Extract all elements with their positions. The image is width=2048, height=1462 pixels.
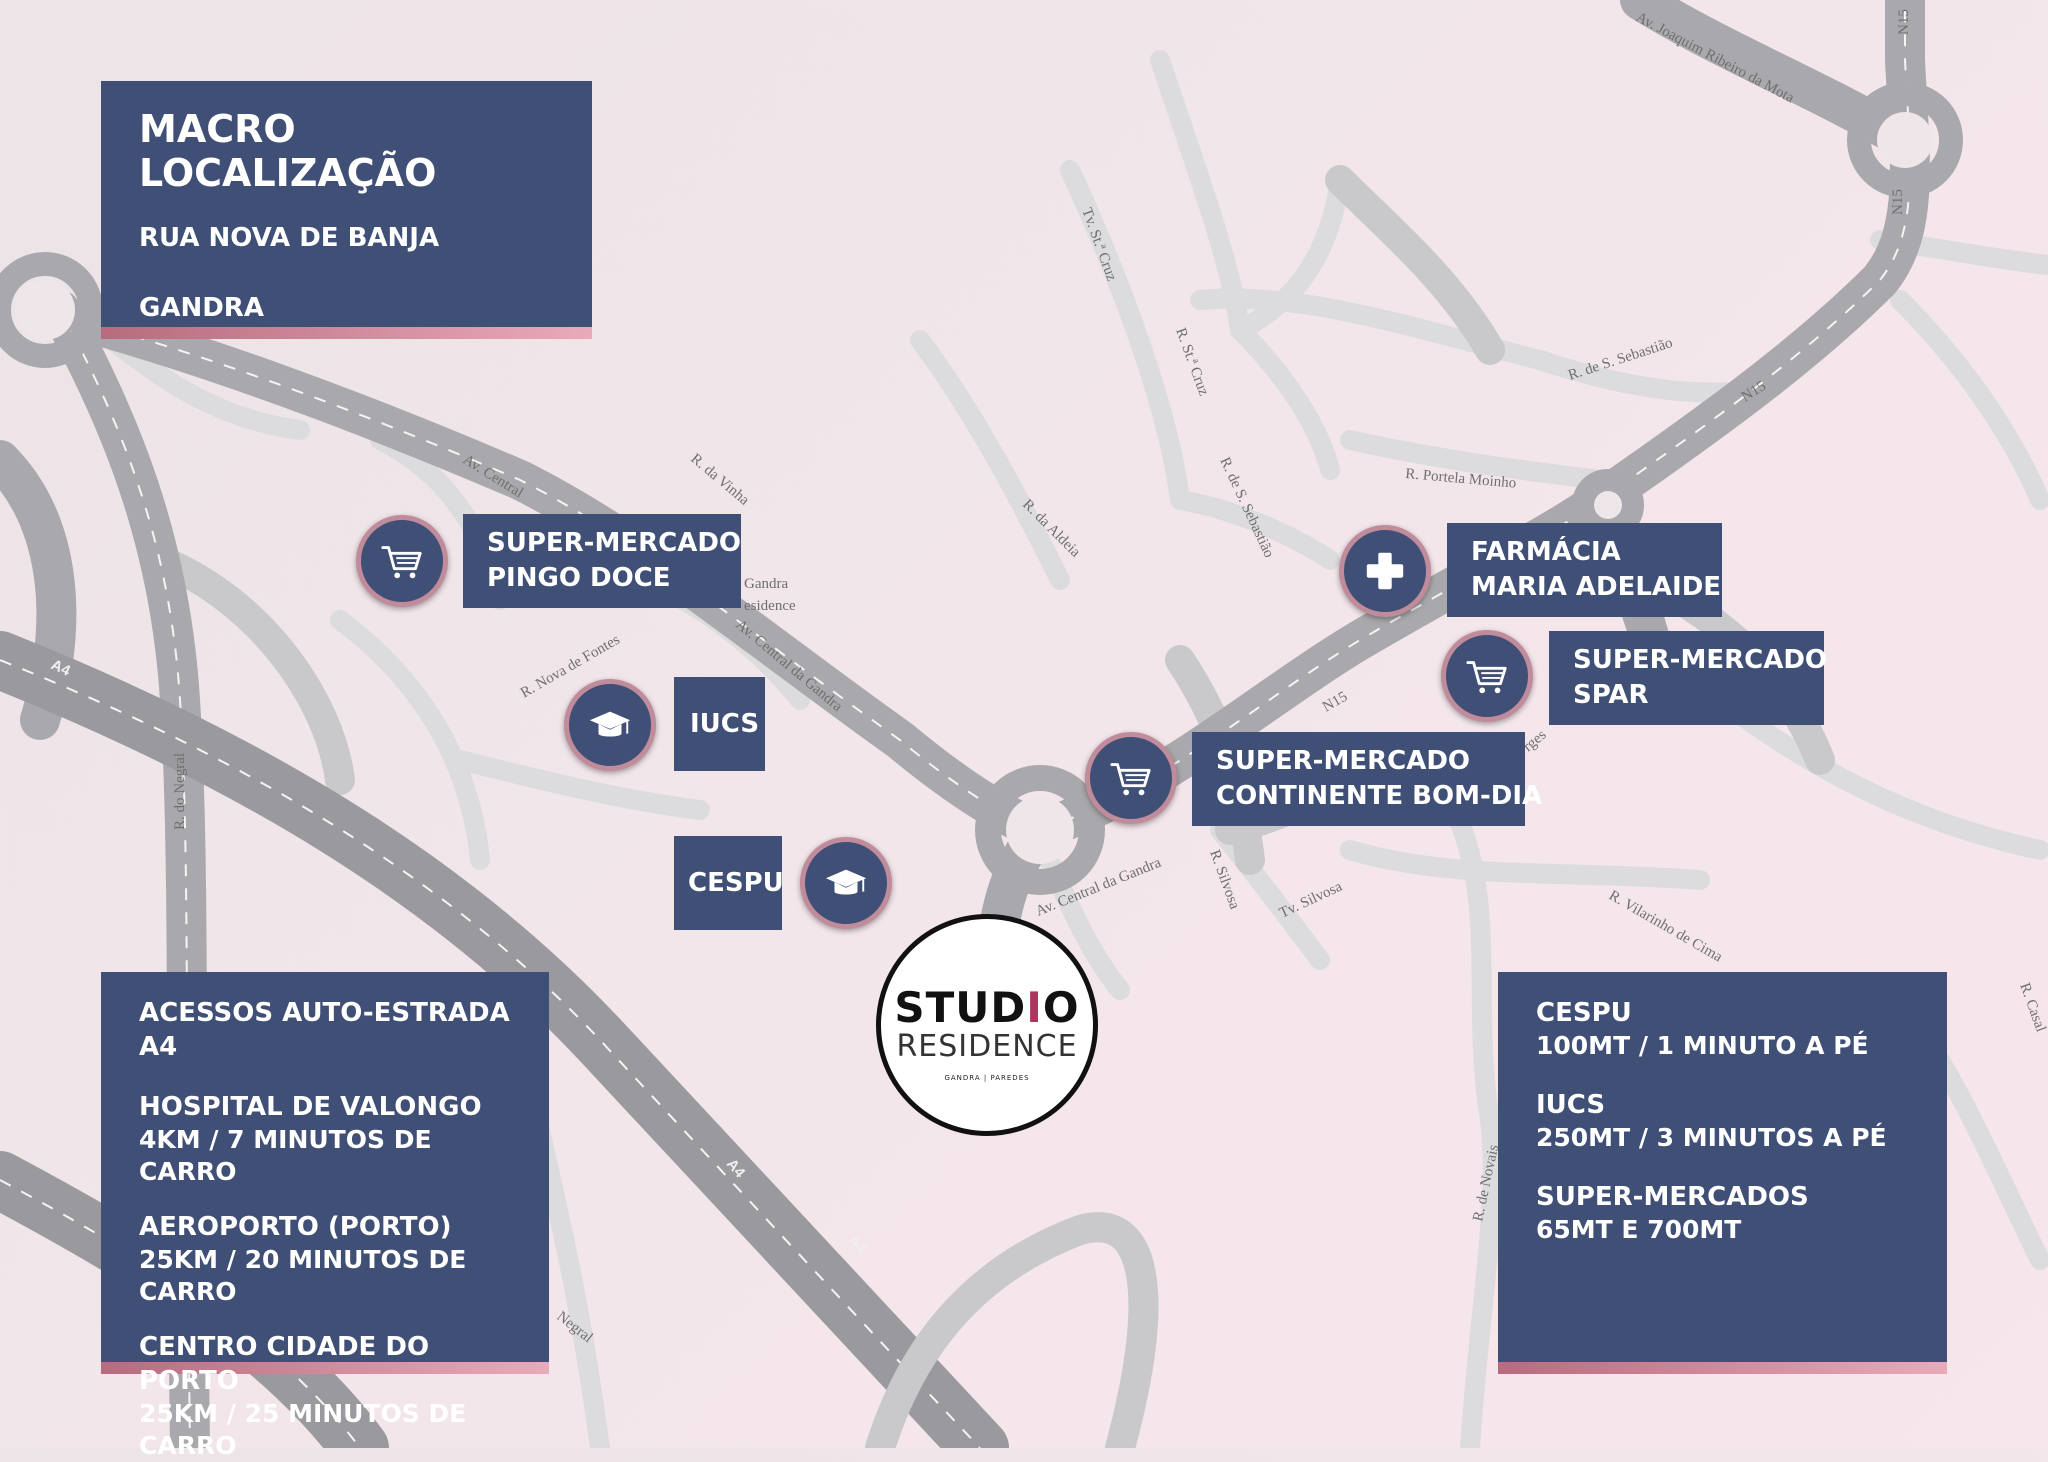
town-name: GANDRA: [139, 293, 264, 323]
street-label: N15: [1320, 689, 1350, 716]
panel-title: MACRO LOCALIZAÇÃO: [139, 107, 437, 195]
nearby-distances-panel: CESPU 100MT / 1 MINUTO A PÉ IUCS 250MT /…: [1498, 972, 1947, 1374]
poi-pingo-doce-label[interactable]: SUPER-MERCADO PINGO DOCE: [463, 514, 741, 608]
street-label: R. Casal: [2016, 981, 2048, 1034]
distance-item: IUCS 250MT / 3 MINUTOS A PÉ: [1536, 1088, 1909, 1154]
poi-name: SPAR: [1573, 680, 1649, 710]
street-label: R. Vilarinho de Cima: [1606, 888, 1725, 966]
logo-word-studio: STUDIO: [894, 983, 1080, 1032]
place-distance: 65MT E 700MT: [1536, 1215, 1742, 1244]
medical-cross-icon: [1366, 552, 1404, 590]
place-name: SUPER-MERCADOS: [1536, 1182, 1809, 1212]
access-item: HOSPITAL DE VALONGO 4KM / 7 MINUTOS DE C…: [139, 1090, 511, 1188]
destination-name: AEROPORTO (PORTO): [139, 1212, 452, 1242]
logo-word-residence: RESIDENCE: [896, 1029, 1078, 1064]
access-item: CENTRO CIDADE DO PORTO 25KM / 25 MINUTOS…: [139, 1330, 511, 1462]
distance-item: SUPER-MERCADOS 65MT E 700MT: [1536, 1180, 1909, 1246]
shopping-cart-icon: [381, 546, 422, 579]
street-label: R. da Vinha: [687, 451, 752, 509]
poi-category: FARMÁCIA: [1471, 537, 1621, 567]
highway-access-panel: ACESSOS AUTO-ESTRADA A4 HOSPITAL DE VALO…: [101, 972, 549, 1460]
poi-name: PINGO DOCE: [487, 563, 671, 593]
street-label: esidence: [744, 598, 796, 614]
street-label: R. do Negral: [172, 753, 188, 830]
street-label: Gandra: [744, 576, 788, 592]
poi-spar-marker[interactable]: [1441, 630, 1533, 722]
poi-category: SUPER-MERCADO: [1216, 746, 1471, 776]
place-name: IUCS: [1536, 1090, 1606, 1120]
poi-category: SUPER-MERCADO: [487, 528, 742, 558]
place-name: CESPU: [1536, 998, 1632, 1028]
poi-pingo-doce-marker[interactable]: [356, 515, 448, 607]
street-label: N15: [1896, 9, 1912, 35]
destination-distance: 25KM / 20 MINUTOS DE CARRO: [139, 1245, 467, 1306]
poi-cespu-label[interactable]: CESPU: [674, 836, 784, 930]
street-label: N15: [1890, 189, 1906, 215]
place-distance: 100MT / 1 MINUTO A PÉ: [1536, 1031, 1869, 1060]
poi-name: MARIA ADELAIDE: [1471, 572, 1722, 602]
graduation-cap-icon: [589, 711, 631, 737]
logo-tagline: GANDRA | PAREDES: [944, 1074, 1030, 1082]
poi-name: CESPU: [688, 867, 784, 898]
street-label: A4: [48, 656, 73, 680]
studio-residence-logo: STUDIO RESIDENCE GANDRA | PAREDES: [876, 914, 1098, 1136]
poi-farmacia-label[interactable]: FARMÁCIA MARIA ADELAIDE: [1447, 523, 1722, 617]
poi-continente-label[interactable]: SUPER-MERCADO CONTINENTE BOM-DIA: [1192, 732, 1543, 826]
poi-iucs-label[interactable]: IUCS: [674, 677, 765, 771]
roundabouts: [0, 82, 1963, 895]
poi-spar-label[interactable]: SUPER-MERCADO SPAR: [1549, 631, 1828, 725]
street-label: R. St.ª Cruz: [1172, 326, 1211, 398]
poi-name: CONTINENTE BOM-DIA: [1216, 781, 1543, 811]
destination-name: HOSPITAL DE VALONGO: [139, 1092, 482, 1122]
poi-farmacia-marker[interactable]: [1339, 525, 1431, 617]
shopping-cart-icon: [1466, 661, 1507, 694]
street-label: A4: [845, 1232, 871, 1258]
macro-location-panel: MACRO LOCALIZAÇÃO RUA NOVA DE BANJA GAND…: [101, 81, 592, 339]
poi-continente-marker[interactable]: [1085, 732, 1177, 824]
panel-title: ACESSOS AUTO-ESTRADA A4: [139, 998, 510, 1062]
poi-cespu-marker[interactable]: [800, 837, 892, 929]
destination-distance: 4KM / 7 MINUTOS DE CARRO: [139, 1125, 432, 1186]
graduation-cap-icon: [825, 869, 867, 895]
shopping-cart-icon: [1110, 763, 1151, 796]
poi-iucs-marker[interactable]: [564, 679, 656, 771]
access-item: AEROPORTO (PORTO) 25KM / 20 MINUTOS DE C…: [139, 1210, 511, 1308]
destination-name: CENTRO CIDADE DO PORTO: [139, 1332, 430, 1396]
distance-item: CESPU 100MT / 1 MINUTO A PÉ: [1536, 996, 1909, 1062]
destination-distance: 25KM / 25 MINUTOS DE CARRO: [139, 1399, 467, 1460]
poi-name: IUCS: [690, 708, 760, 739]
poi-category: SUPER-MERCADO: [1573, 645, 1828, 675]
place-distance: 250MT / 3 MINUTOS A PÉ: [1536, 1123, 1887, 1152]
street-name: RUA NOVA DE BANJA: [139, 223, 440, 253]
